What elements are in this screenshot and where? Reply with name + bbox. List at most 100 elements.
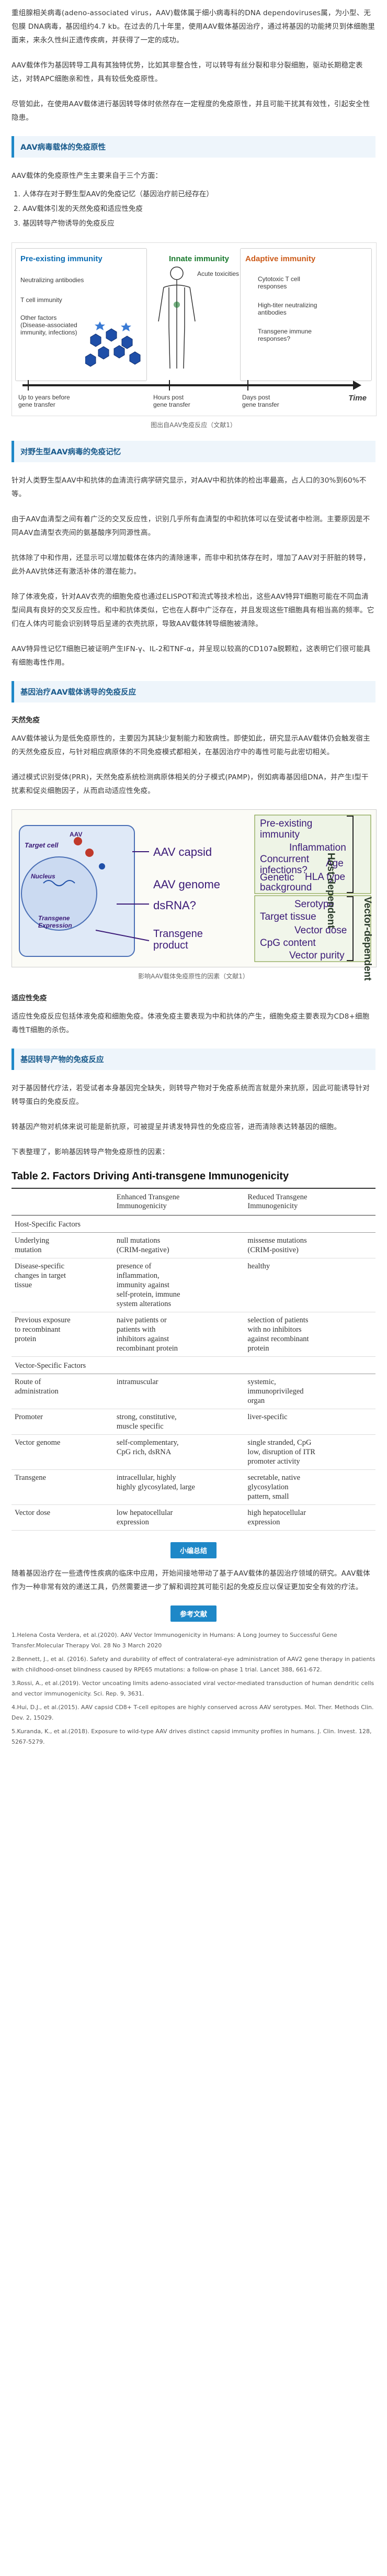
table-header: Reduced Transgene Immunogenicity [244, 1188, 375, 1215]
table-cell: naive patients or patients with inhibito… [113, 1312, 245, 1357]
vector-factor: CpG content [260, 938, 316, 949]
table-group-header: Vector-Specific Factors [12, 1356, 375, 1374]
table-cell: missense mutations (CRIM-positive) [244, 1232, 375, 1258]
vector-factor: Vector dose [294, 925, 347, 936]
host-factor: Concurrent infections? [260, 854, 309, 876]
section-lead: AAV载体的免疫原性产生主要来自于三个方面： [12, 172, 163, 180]
immunogenicity-source-list: 1. 人体存在对于野生型AAV的免疫记忆（基因治疗前已经存在） 2. AAV载体… [12, 187, 375, 231]
reference-item: 3.Rossi, A., et al.(2019). Vector uncoat… [12, 1680, 374, 1697]
paragraph: 适应性免疫反应包括体液免疫和细胞免疫。体液免疫主要表现为中和抗体的产生，细胞免疫… [12, 1012, 370, 1034]
innate-title: Innate immunity [169, 254, 230, 263]
reference-item: 2.Bennett, J., et al. (2016). Safety and… [12, 1656, 375, 1673]
reference-item: 1.Helena Costa Verdera, et al.(2020). AA… [12, 1632, 337, 1649]
intro-paragraph-2: AAV载体作为基因转导工具有其独特优势，比如其非整合性，可以转导有丝分裂和非分裂… [12, 61, 363, 83]
timeline-label: Hours post gene transfer [153, 394, 190, 408]
aav-capsid-label: AAV capsid [153, 845, 212, 858]
section-heading-vector-response: 基因治疗AAV载体诱导的免疫反应 [12, 681, 375, 702]
vector-factor: Target tissue [260, 911, 316, 922]
table-cell: high hepatocellular expression [244, 1504, 375, 1531]
table-cell: intracellular, highly highly glycosylate… [113, 1469, 245, 1505]
host-factor: Inflammation [289, 842, 346, 853]
vector-factor: Serotype [294, 899, 335, 910]
intro-paragraph-1: 重组腺相关病毒(adeno-associated virus，AAV)载体属于细… [12, 9, 375, 44]
list-item: 2. AAV载体引发的天然免疫和适应性免疫 [14, 205, 143, 213]
adaptive-title: Adaptive immunity [245, 254, 316, 263]
immunogenicity-factors-figure: Target cell AAV Nucleus Transgene Expres… [12, 809, 377, 980]
table-cell: systemic, immunoprivileged organ [244, 1374, 375, 1409]
table-header: Enhanced Transgene Immunogenicity [113, 1188, 245, 1215]
section-heading-transgene: 基因转导产物的免疫反应 [12, 1049, 375, 1070]
table-cell: liver-specific [244, 1409, 375, 1435]
pre-item: Other factors (Disease-associated immuni… [20, 314, 77, 336]
adaptive-item: High-titer neutralizing antibodies [258, 302, 317, 316]
paragraph: 由于AAV血清型之间有着广泛的交叉反应性，识别几乎所有血清型的中和抗体可以在受试… [12, 515, 370, 537]
host-factor: HLA type [305, 872, 346, 883]
table-cell: secretable, native glycosylation pattern… [244, 1469, 375, 1505]
references-list: 1.Helena Costa Verdera, et al.(2020). AA… [12, 1630, 375, 1747]
paragraph: 抗体除了中和作用，还显示可以增加载体在体内的清除速率，而非中和抗体存在时，增加了… [12, 554, 370, 576]
host-dependent-label: Host-dependent [325, 853, 336, 929]
list-item: 3. 基因转导产物诱导的免疫反应 [14, 219, 115, 228]
table-cell: Previous exposure to recombinant protein [12, 1312, 113, 1357]
table-cell: Route of administration [12, 1374, 113, 1409]
timeline-axis [22, 384, 355, 386]
immunity-timeline-figure: Pre-existing immunity Neutralizing antib… [12, 242, 377, 416]
section-title: 基因治疗AAV载体诱导的免疫反应 [20, 688, 136, 697]
table-cell: Vector genome [12, 1434, 113, 1470]
reference-item: 4.Hui, D.J., et al.(2015). AAV capsid CD… [12, 1704, 374, 1721]
section-title: AAV病毒载体的免疫原性 [20, 143, 106, 152]
table-cell: healthy [244, 1258, 375, 1312]
vector-dependent-label: Vector-dependent [362, 897, 373, 981]
subheading-adaptive: 适应性免疫 [12, 994, 47, 1002]
paragraph: 下表整理了，影响基因转导产物免疫原性的因素： [12, 1148, 169, 1156]
transgene-factors-table: Enhanced Transgene Immunogenicity Reduce… [12, 1188, 375, 1531]
paragraph: 除了体液免疫，针对AAV衣壳的细胞免疫也通过ELISPOT和流式等技术检出，这些… [12, 593, 374, 628]
table-cell: presence of inflammation, immunity again… [113, 1258, 245, 1312]
list-item: 1. 人体存在对于野生型AAV的免疫记忆（基因治疗前已经存在） [14, 190, 213, 198]
section-heading-immunogenicity: AAV病毒载体的免疫原性 [12, 136, 375, 158]
table-cell: selection of patients with no inhibitors… [244, 1312, 375, 1357]
paragraph: AAV特异性记忆T细胞已被证明产生IFN-γ、IL-2和TNF-α，并呈现以较高… [12, 645, 371, 667]
figure-1-caption: 图出自AAV免疫反应（文献1） [151, 421, 236, 429]
aav-genome-label: AAV genome [153, 878, 221, 891]
section-heading-wildtype-memory: 对野生型AAV病毒的免疫记忆 [12, 441, 375, 462]
summary-paragraph: 随着基因治疗在一些遗传性疾病的临床中应用，开始间接地带动了基于AAV载体的基因治… [12, 1569, 370, 1591]
target-cell-label: Target cell [25, 841, 59, 849]
pre-existing-title: Pre-existing immunity [20, 254, 103, 263]
table-cell: Transgene [12, 1469, 113, 1505]
adaptive-item: Cytotoxic T cell responses [258, 275, 300, 290]
section-title: 基因转导产物的免疫反应 [20, 1056, 104, 1064]
innate-item: Acute toxicities [197, 270, 240, 277]
dsrna-label: dsRNA? [153, 899, 196, 912]
paragraph: 对于基因替代疗法，若受试者本身基因完全缺失，则转导产物对于免疫系统而言就是外来抗… [12, 1084, 370, 1106]
aav-particles-illustration [85, 321, 141, 367]
target-cell-illustration [19, 815, 371, 962]
table-group-header: Host-Specific Factors [12, 1215, 375, 1233]
timeline-tick [28, 380, 29, 391]
transgene-product-label: Transgene product [153, 928, 203, 951]
table-cell: self-complementary, CpG rich, dsRNA [113, 1434, 245, 1470]
table-cell: low hepatocellular expression [113, 1504, 245, 1531]
timeline-tick [247, 380, 248, 391]
nucleus-label: Nucleus [31, 873, 55, 880]
aav-label: AAV [70, 831, 83, 838]
paragraph: 转基因产物对机体来说可能是新抗原，可被提呈并诱发特异性的免疫应答，进而清除表达转… [12, 1123, 342, 1131]
timeline-label: Up to years before gene transfer [18, 394, 70, 408]
summary-badge-wrap: 小编总结 [12, 1542, 375, 1558]
table-cell: intramuscular [113, 1374, 245, 1409]
human-figure-illustration [158, 266, 196, 369]
adaptive-item: Transgene immune responses? [258, 328, 312, 342]
time-axis-label: Time [348, 394, 367, 403]
timeline-tick [169, 380, 170, 391]
pre-existing-panel [15, 248, 147, 381]
reference-item: 5.Kuranda, K., et al.(2018). Exposure to… [12, 1728, 372, 1745]
figure-2-caption: 影响AAV载体免疫原性的因素（文献1） [138, 973, 249, 980]
table-cell: Underlying mutation [12, 1232, 113, 1258]
references-badge: 参考文献 [170, 1605, 217, 1622]
adaptive-panel [240, 248, 372, 381]
table-cell: null mutations (CRIM-negative) [113, 1232, 245, 1258]
table-cell: Vector dose [12, 1504, 113, 1531]
transgene-expression-label: Transgene Expression [38, 915, 72, 929]
table-cell: strong, constitutive, muscle specific [113, 1409, 245, 1435]
